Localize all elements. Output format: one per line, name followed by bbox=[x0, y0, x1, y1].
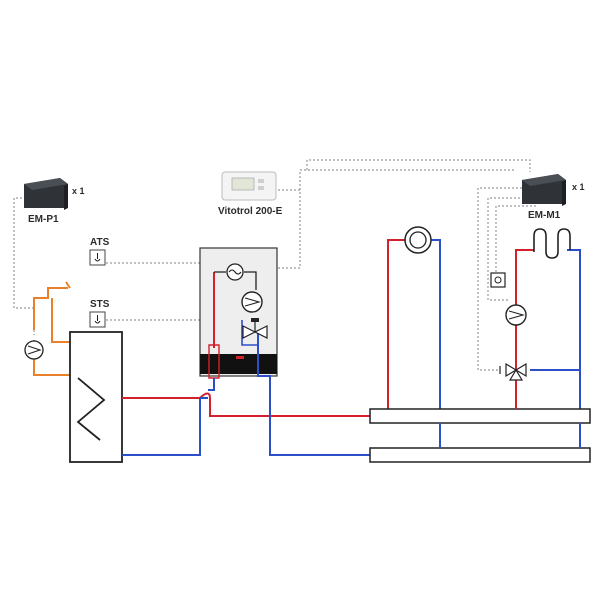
boiler-heat-exchanger-icon bbox=[226, 263, 244, 281]
cable-boiler-em-m1-b bbox=[306, 159, 531, 172]
ats-sensor: ATS bbox=[89, 237, 110, 266]
sts-sensor: STS bbox=[89, 299, 110, 328]
flow-header bbox=[369, 408, 591, 424]
cable-boiler-em-m1-a bbox=[299, 169, 515, 190]
cable-em-m1-sensor bbox=[477, 187, 522, 371]
heating-pump-icon bbox=[241, 291, 263, 313]
heat-consumer-icon bbox=[404, 226, 432, 254]
mixer-circuit-pump-icon bbox=[505, 304, 527, 326]
header-risers bbox=[439, 423, 581, 448]
flow-pipes bbox=[122, 239, 534, 417]
em-p1-label: EM-P1 bbox=[28, 214, 59, 225]
vitotrol-display bbox=[231, 177, 255, 191]
solar-pump-icon bbox=[24, 340, 44, 360]
signal-cables bbox=[13, 159, 536, 371]
cable-vitotrol-boiler bbox=[277, 189, 301, 269]
cable-em-m1-pump bbox=[487, 197, 528, 301]
hot-water-tank bbox=[69, 331, 123, 463]
ats-label: ATS bbox=[90, 237, 110, 248]
em-m1-qty: x 1 bbox=[572, 182, 585, 192]
vitotrol-label: Vitotrol 200-E bbox=[218, 206, 283, 217]
solar-circuit bbox=[33, 281, 71, 376]
boiler-internal-return bbox=[241, 320, 258, 346]
em-m1-module: x 1 EM-M1 bbox=[522, 174, 585, 221]
return-header bbox=[369, 447, 591, 463]
tank-heat-exchanger bbox=[76, 377, 106, 441]
mixing-valve-icon bbox=[499, 362, 527, 381]
vitotrol-controller: Vitotrol 200-E bbox=[218, 171, 283, 217]
em-m1-label: EM-M1 bbox=[528, 210, 561, 221]
return-pipes bbox=[122, 239, 581, 456]
cable-em-p1 bbox=[13, 197, 35, 335]
boiler-valve-icon bbox=[242, 318, 268, 339]
cable-em-m1-thermostat bbox=[495, 205, 536, 275]
underfloor-coil-icon bbox=[533, 228, 571, 259]
em-p1-qty: x 1 bbox=[72, 186, 85, 196]
thermostat-icon bbox=[490, 272, 506, 288]
boiler-internal-loop bbox=[214, 271, 257, 290]
sts-label: STS bbox=[90, 299, 110, 310]
em-p1-module: x 1 EM-P1 bbox=[24, 178, 85, 225]
